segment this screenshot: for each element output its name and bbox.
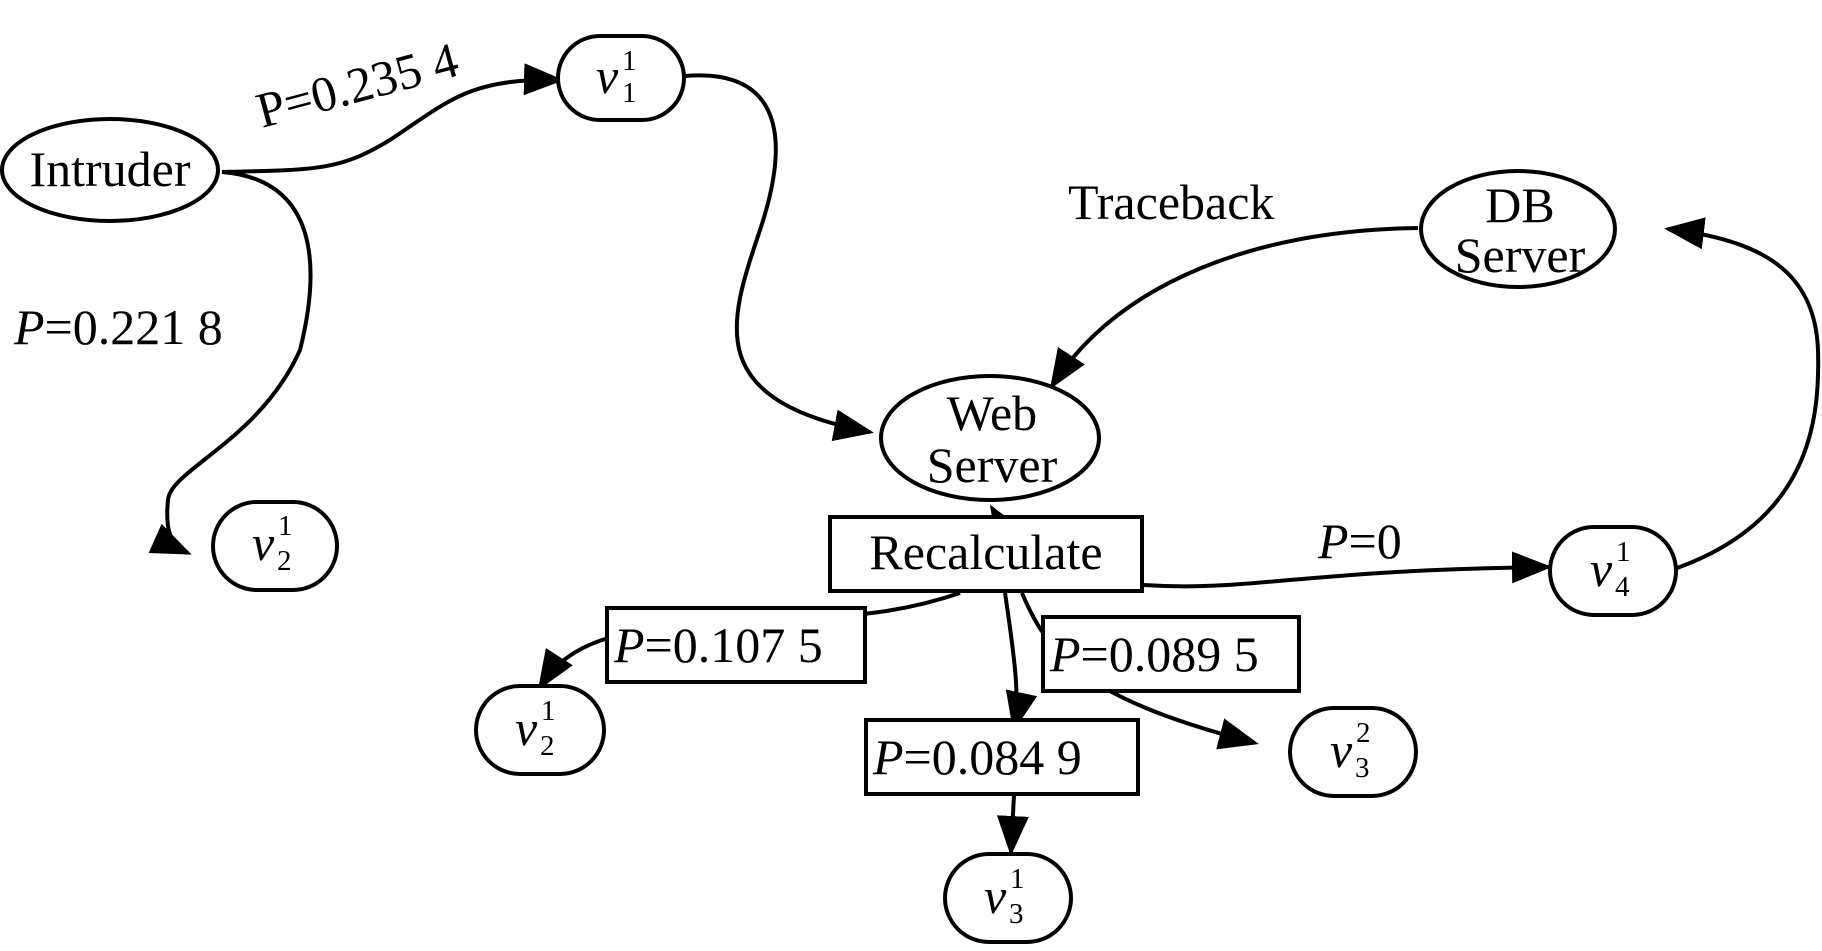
svg-text:1: 1 <box>1010 863 1025 895</box>
v21-node-top: v 1 2 <box>211 500 339 592</box>
svg-text:3: 3 <box>1355 752 1370 784</box>
v31-node: v 1 3 <box>943 852 1073 944</box>
svg-text:v: v <box>1590 541 1613 597</box>
intruder-label: Intruder <box>29 141 190 197</box>
p-v32-label-box: P=0.089 5 <box>1041 615 1301 693</box>
web-server-label-line1: Web <box>947 385 1037 441</box>
svg-text:v: v <box>596 48 619 104</box>
traceback-label: Traceback <box>1068 174 1274 230</box>
svg-text:3: 3 <box>1009 898 1024 930</box>
svg-text:1: 1 <box>622 45 637 77</box>
v41-node: v 1 4 <box>1548 525 1678 617</box>
p-v21-label-box: P=0.107 5 <box>605 606 867 684</box>
p-v41-label: P=0 <box>1317 513 1402 569</box>
p-v21-label: P=0.107 5 <box>613 617 823 673</box>
svg-text:1: 1 <box>541 695 556 727</box>
p-v31-label: P=0.084 9 <box>872 729 1082 785</box>
edge-v41-to-dbserver <box>1664 217 1821 570</box>
v32-node: v 2 3 <box>1288 706 1418 798</box>
svg-text:1: 1 <box>1616 536 1631 568</box>
svg-text:v: v <box>515 700 538 756</box>
edge-recalculate-to-v31 <box>1003 592 1038 732</box>
p-v31-label-box: P=0.084 9 <box>864 718 1140 796</box>
svg-text:v: v <box>252 515 275 571</box>
svg-text:1: 1 <box>278 510 293 542</box>
edge-v11-to-webserver <box>684 73 874 442</box>
svg-text:2: 2 <box>1356 717 1371 749</box>
edge-v31-label-to-v31 <box>996 794 1029 856</box>
svg-text:2: 2 <box>277 545 292 577</box>
recalculate-node: Recalculate <box>828 515 1144 593</box>
p-v32-label: P=0.089 5 <box>1049 626 1259 682</box>
v11-node: v 1 1 <box>556 34 686 122</box>
db-server-node: DB Server <box>1419 169 1617 289</box>
p-intruder-v11-label: P=0.235 4 <box>250 31 463 138</box>
svg-text:4: 4 <box>1615 571 1630 603</box>
db-server-label-line1: DB <box>1485 177 1554 233</box>
svg-text:v: v <box>1330 722 1353 778</box>
db-server-label-line2: Server <box>1455 227 1586 283</box>
recalculate-label: Recalculate <box>869 524 1102 580</box>
edge-intruder-to-v11 <box>221 63 564 174</box>
web-server-node: Web Server <box>879 374 1101 502</box>
svg-text:v: v <box>984 868 1007 924</box>
v21-node-bottom: v 1 2 <box>474 684 606 776</box>
svg-text:2: 2 <box>540 730 555 762</box>
edge-dbserver-to-webserver <box>1049 226 1419 390</box>
edge-recalculate-to-v41 <box>1143 551 1552 589</box>
p-intruder-v21-label: P=0.221 8 <box>13 299 223 355</box>
intruder-node: Intruder <box>0 117 220 223</box>
web-server-label-line2: Server <box>927 437 1058 493</box>
edge-intruder-to-v21 <box>148 170 313 555</box>
svg-text:1: 1 <box>622 77 637 109</box>
